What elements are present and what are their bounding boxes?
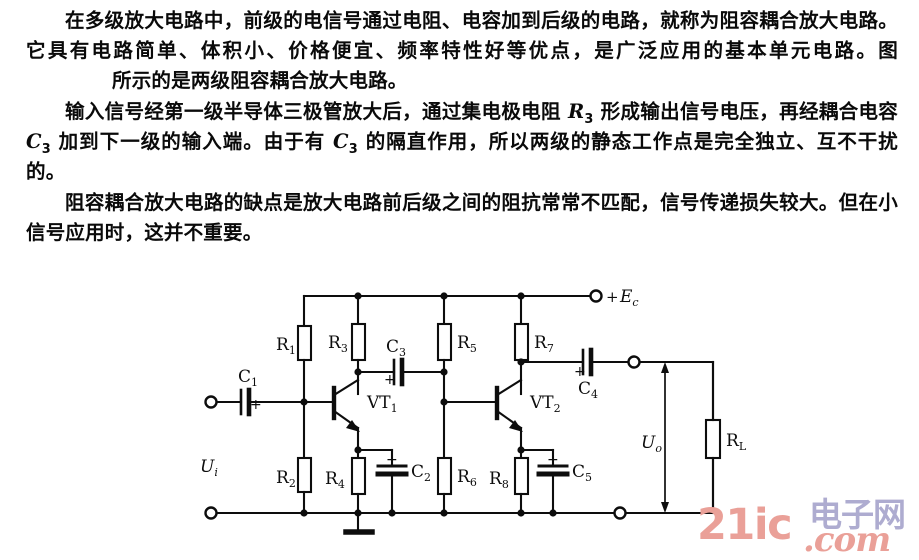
terminal-ec — [589, 289, 603, 303]
resistor-r3 — [350, 322, 367, 362]
label-r5: R5 — [457, 333, 477, 355]
c1-plus-sign: + — [250, 397, 262, 413]
label-c2: C2 — [411, 462, 431, 484]
label-vt2: VT2 — [529, 393, 561, 415]
node-c3-r5 — [440, 368, 448, 376]
node-r6-gnd — [440, 509, 448, 517]
label-r1: R1 — [276, 335, 296, 357]
p1-run-b: 所示的是两级阻容耦合放大电路。 — [112, 69, 408, 92]
p2-sub-c: 3 — [41, 141, 51, 157]
label-c5: C5 — [572, 462, 592, 484]
label-r7: R7 — [534, 333, 554, 355]
resistor-rl — [704, 418, 722, 460]
node-rail-r3 — [354, 292, 362, 300]
p2-sub-r: 3 — [584, 111, 594, 127]
paragraph-1: 在多级放大电路中，前级的电信号通过电阻、电容加到后级的电路，就称为阻容耦合放大电… — [26, 6, 898, 96]
paragraph-3: 阻容耦合放大电路的缺点是放大电路前后级之间的阻抗常常不匹配，信号传递损失较大。但… — [26, 188, 898, 248]
node-r2-gnd — [300, 509, 308, 517]
label-ec-polarity: + — [606, 288, 619, 306]
terminal-input-top — [204, 395, 218, 409]
label-vt1: VT1 — [366, 393, 398, 415]
label-ui: Ui — [200, 457, 218, 479]
resistor-r5 — [436, 322, 453, 362]
label-rl: RL — [726, 431, 747, 453]
vt2-collector-lead — [495, 378, 523, 397]
c5-plus-sign: + — [547, 452, 559, 468]
vt2-emitter-arrow — [509, 420, 523, 432]
label-c4: C4 — [578, 379, 598, 401]
label-uo: Uo — [641, 433, 662, 455]
resistor-r6 — [436, 456, 453, 496]
label-r3: R3 — [328, 333, 348, 355]
c2-plus-sign: + — [386, 452, 398, 468]
paragraph-2: 输入信号经第一级半导体三极管放大后，通过集电极电阻 R3 形成输出信号电压，再经… — [26, 97, 898, 187]
label-r8: R8 — [489, 469, 509, 491]
p2-sub-c2: 3 — [348, 141, 358, 157]
circuit-diagram: R1 R2 R3 R4 R5 R6 R7 — [0, 272, 919, 557]
node-r8-gnd — [517, 509, 525, 517]
p1-run-a: 在多级放大电路中，前级的电信号通过电阻、电容加到后级的电路，就称为阻容耦合放大电… — [26, 9, 898, 62]
resistor-r2 — [296, 456, 313, 494]
node-rail-r7 — [517, 292, 525, 300]
p2-run-a: 输入信号经第一级半导体三极管放大后，通过集电极电阻 — [65, 100, 568, 123]
resistor-r1 — [296, 324, 313, 362]
uo-arrow-head-bottom — [661, 502, 669, 513]
resistor-r7 — [513, 322, 530, 362]
article-body: 在多级放大电路中，前级的电信号通过电阻、电容加到后级的电路，就称为阻容耦合放大电… — [26, 6, 898, 249]
label-ec: Ec — [619, 287, 639, 309]
label-r6: R6 — [457, 467, 477, 489]
node-rail-r5 — [440, 292, 448, 300]
terminal-output-bottom — [613, 506, 627, 520]
uo-arrow-head-top — [661, 362, 669, 373]
p2-run-c: 加到下一级的输入端。由于有 — [50, 130, 334, 153]
p2-var-c: C — [26, 130, 42, 153]
terminal-output-top — [627, 355, 641, 369]
terminal-input-bottom — [204, 506, 218, 520]
p3-run-a: 阻容耦合放大电路的缺点是放大电路前后级之间的阻抗常常不匹配，信号传递损失较大。但… — [26, 191, 898, 244]
label-r2: R2 — [276, 468, 296, 490]
node-c2-gnd — [388, 509, 396, 517]
vt1-collector-lead — [332, 378, 360, 397]
resistor-r4 — [350, 456, 367, 496]
c4-plus-sign: + — [574, 364, 586, 380]
p2-var-c2: C — [333, 130, 349, 153]
resistor-r8 — [513, 456, 530, 496]
c3-plus-sign: + — [384, 372, 396, 388]
vt1-emitter-arrow — [346, 420, 360, 432]
label-c1: C1 — [238, 367, 258, 389]
p2-var-r: R — [567, 100, 585, 123]
p2-run-b: 形成输出信号电压，再经耦合电容 — [593, 100, 898, 123]
label-c3: C3 — [386, 337, 406, 359]
node-c5-gnd — [549, 509, 557, 517]
p2-run-d: 的隔直作用，所以两级的静态工作点是完全独立、互不干扰的。 — [26, 130, 898, 183]
label-r4: R4 — [325, 469, 345, 491]
